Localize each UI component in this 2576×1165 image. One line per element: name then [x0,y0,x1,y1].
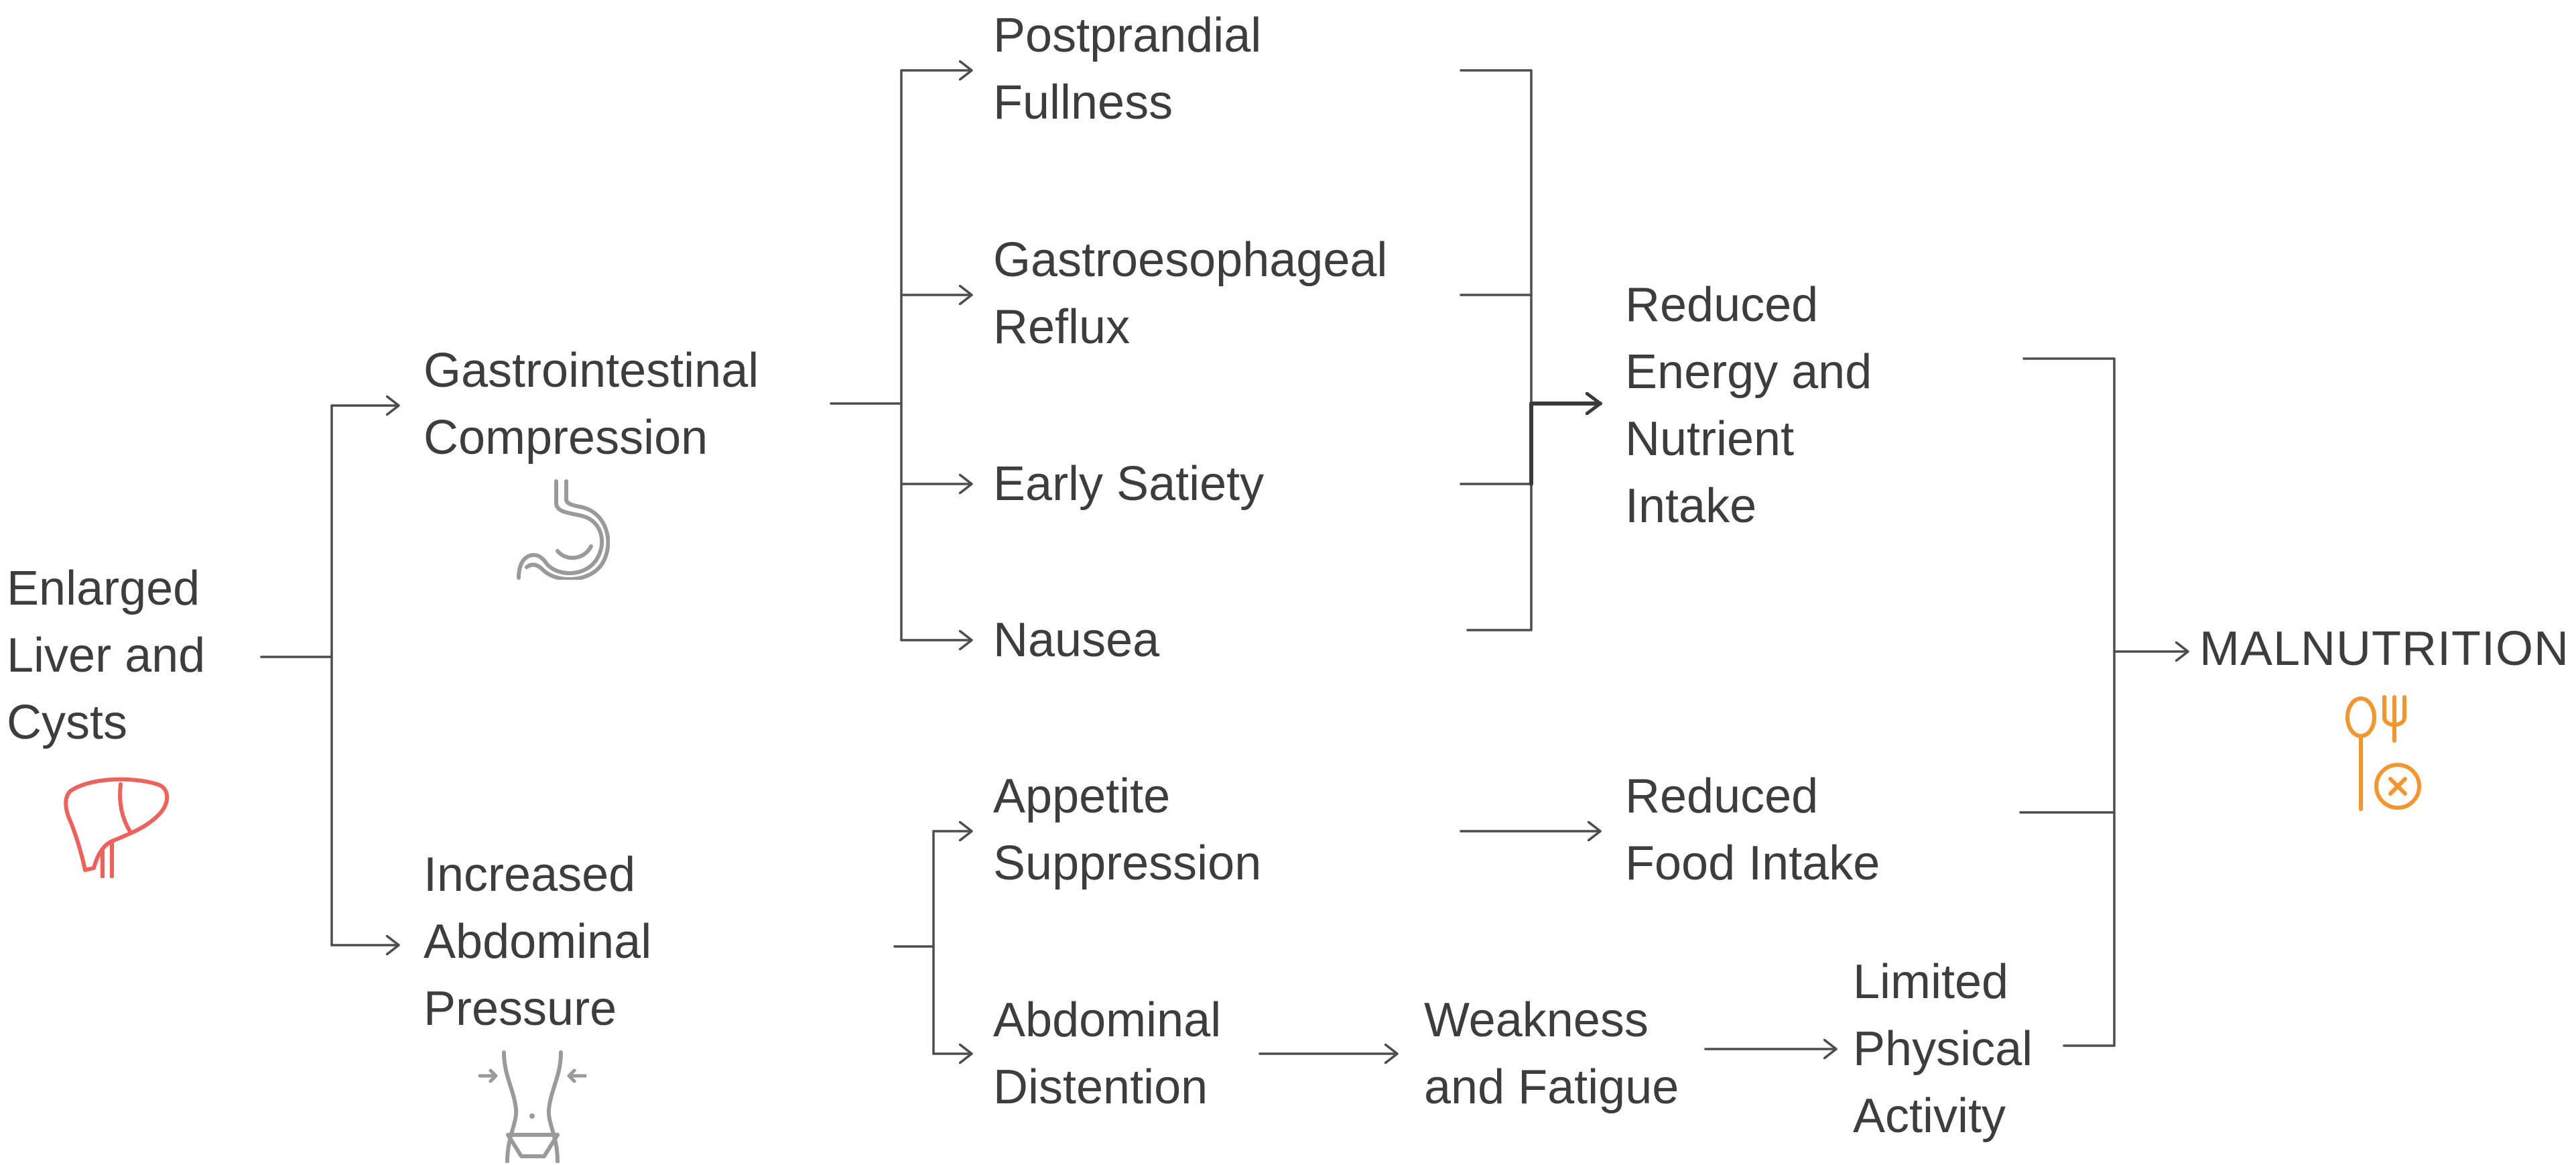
node-text-line: Gastroesophageal [993,233,1388,287]
node-appetite-suppression: Appetite Suppression [993,763,1261,897]
node-text-line: Reduced [1625,770,1819,823]
node-abdominal-distention: Abdominal Distention [993,987,1221,1121]
connector-symptoms-energy [1460,69,1602,631]
node-text-line: Gastrointestinal [424,344,759,397]
node-text-line: Suppression [993,837,1262,890]
node-text-line: Food Intake [1625,837,1880,890]
node-text-line: Nausea [993,613,1160,667]
node-text-line: Increased [424,848,636,902]
node-text-line: Energy and [1625,345,1872,399]
node-text-line: Enlarged [7,562,200,615]
node-gastroesophageal-reflux: Gastroesophageal Reflux [993,227,1387,361]
node-text-line: Distention [993,1060,1208,1114]
node-text-line: Early Satiety [993,457,1265,511]
node-nausea: Nausea [993,607,1159,674]
node-text-line: Weakness [1424,993,1649,1047]
node-text-line: Fullness [993,76,1173,129]
node-text-line: Appetite [993,770,1171,823]
node-text-line: Postprandial [993,9,1262,62]
node-abdominal-pressure: Increased Abdominal Pressure [424,841,651,1042]
node-text-line: Limited [1853,955,2009,1009]
node-text-line: Cysts [7,696,127,749]
node-text-line: Reflux [993,300,1131,354]
node-text-line: Intake [1625,479,1757,533]
node-postprandial-fullness: Postprandial Fullness [993,2,1261,136]
node-enlarged-liver: Enlarged Liver and Cysts [7,555,205,756]
node-limited-physical-activity: Limited Physical Activity [1853,948,2033,1150]
node-gi-compression: Gastrointestinal Compression [424,337,759,471]
spoon-fork-cancel-icon [2345,695,2421,811]
abdomen-pressure-icon [478,1050,587,1163]
node-malnutrition: MALNUTRITION [2199,615,2569,682]
connector-outcomes-malnutrition [2019,357,2189,1047]
connector-pressure-effects [893,831,973,1054]
node-reduced-food-intake: Reduced Food Intake [1625,763,1880,897]
node-text-line: Abdominal [424,915,652,969]
node-text-line: and Fatigue [1424,1060,1679,1114]
connector-gi-symptoms [830,70,973,640]
node-text-line: Pressure [424,982,617,1036]
node-text-line: Reduced [1625,278,1819,332]
node-text-line: Nutrient [1625,412,1795,466]
node-text-line: MALNUTRITION [2199,622,2569,676]
node-text-line: Activity [1853,1089,2006,1143]
node-weakness-fatigue: Weakness and Fatigue [1424,987,1679,1121]
node-text-line: Abdominal [993,993,1222,1047]
node-reduced-energy-intake: Reduced Energy and Nutrient Intake [1625,271,1872,540]
connector-liver-branches [260,406,400,945]
stomach-icon [517,479,610,580]
node-text-line: Liver and [7,629,206,682]
node-early-satiety: Early Satiety [993,450,1264,517]
node-text-line: Compression [424,411,708,465]
liver-icon [64,777,170,878]
node-text-line: Physical [1853,1022,2033,1076]
